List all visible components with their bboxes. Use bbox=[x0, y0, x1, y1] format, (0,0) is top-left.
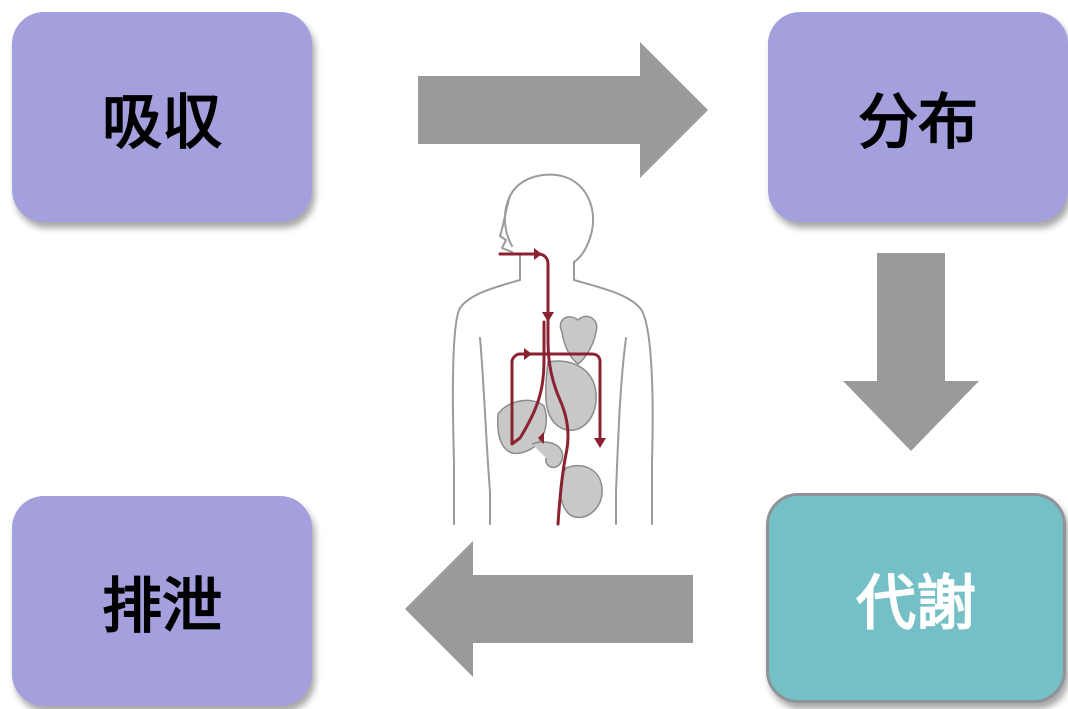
stage-label-metabolism: 代謝 bbox=[856, 568, 976, 639]
stage-label-excretion: 排泄 bbox=[102, 571, 222, 642]
stage-box-distribution: 分布 bbox=[768, 12, 1068, 222]
stage-box-excretion: 排泄 bbox=[12, 496, 312, 706]
stage-label-absorption: 吸収 bbox=[102, 87, 222, 158]
stage-box-metabolism: 代謝 bbox=[766, 493, 1066, 703]
stage-label-distribution: 分布 bbox=[858, 87, 978, 158]
arrow-left-icon bbox=[405, 541, 693, 677]
human-body-digestive-pathway-icon bbox=[451, 173, 654, 526]
arrow-right-icon bbox=[418, 42, 708, 178]
stage-box-absorption: 吸収 bbox=[12, 12, 312, 222]
arrow-down-icon bbox=[843, 253, 979, 451]
